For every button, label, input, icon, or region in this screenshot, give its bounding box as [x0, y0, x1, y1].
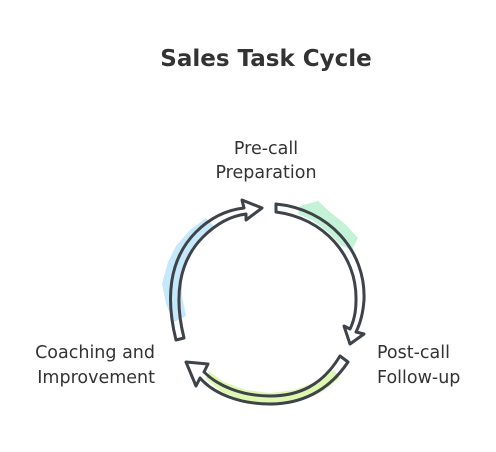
stage-post-call-follow-up: Post-call Follow-up — [205, 343, 460, 406]
stage-label-coaching-and: Coaching and — [35, 343, 155, 363]
cycle-arrows — [169, 198, 366, 406]
stage-label-preparation: Preparation — [215, 163, 316, 183]
arrow-shaft-1 — [274, 202, 366, 346]
stage-label-follow-up: Follow-up — [377, 368, 460, 388]
arrow-shaft-2 — [184, 354, 350, 406]
arrow-pre-call-to-post-call — [274, 202, 366, 346]
stage-coaching-and-improvement: Coaching and Improvement — [35, 218, 214, 388]
stage-highlight-coaching — [162, 218, 214, 322]
stage-label-improvement: Improvement — [37, 368, 155, 388]
stage-label-pre-call: Pre-call — [234, 139, 298, 159]
stage-label-post-call: Post-call — [377, 343, 450, 363]
arrow-coaching-to-pre-call — [169, 198, 264, 342]
arrow-shaft-3 — [169, 198, 264, 342]
arrow-post-call-to-coaching — [184, 354, 350, 406]
diagram-title: Sales Task Cycle — [160, 46, 372, 72]
